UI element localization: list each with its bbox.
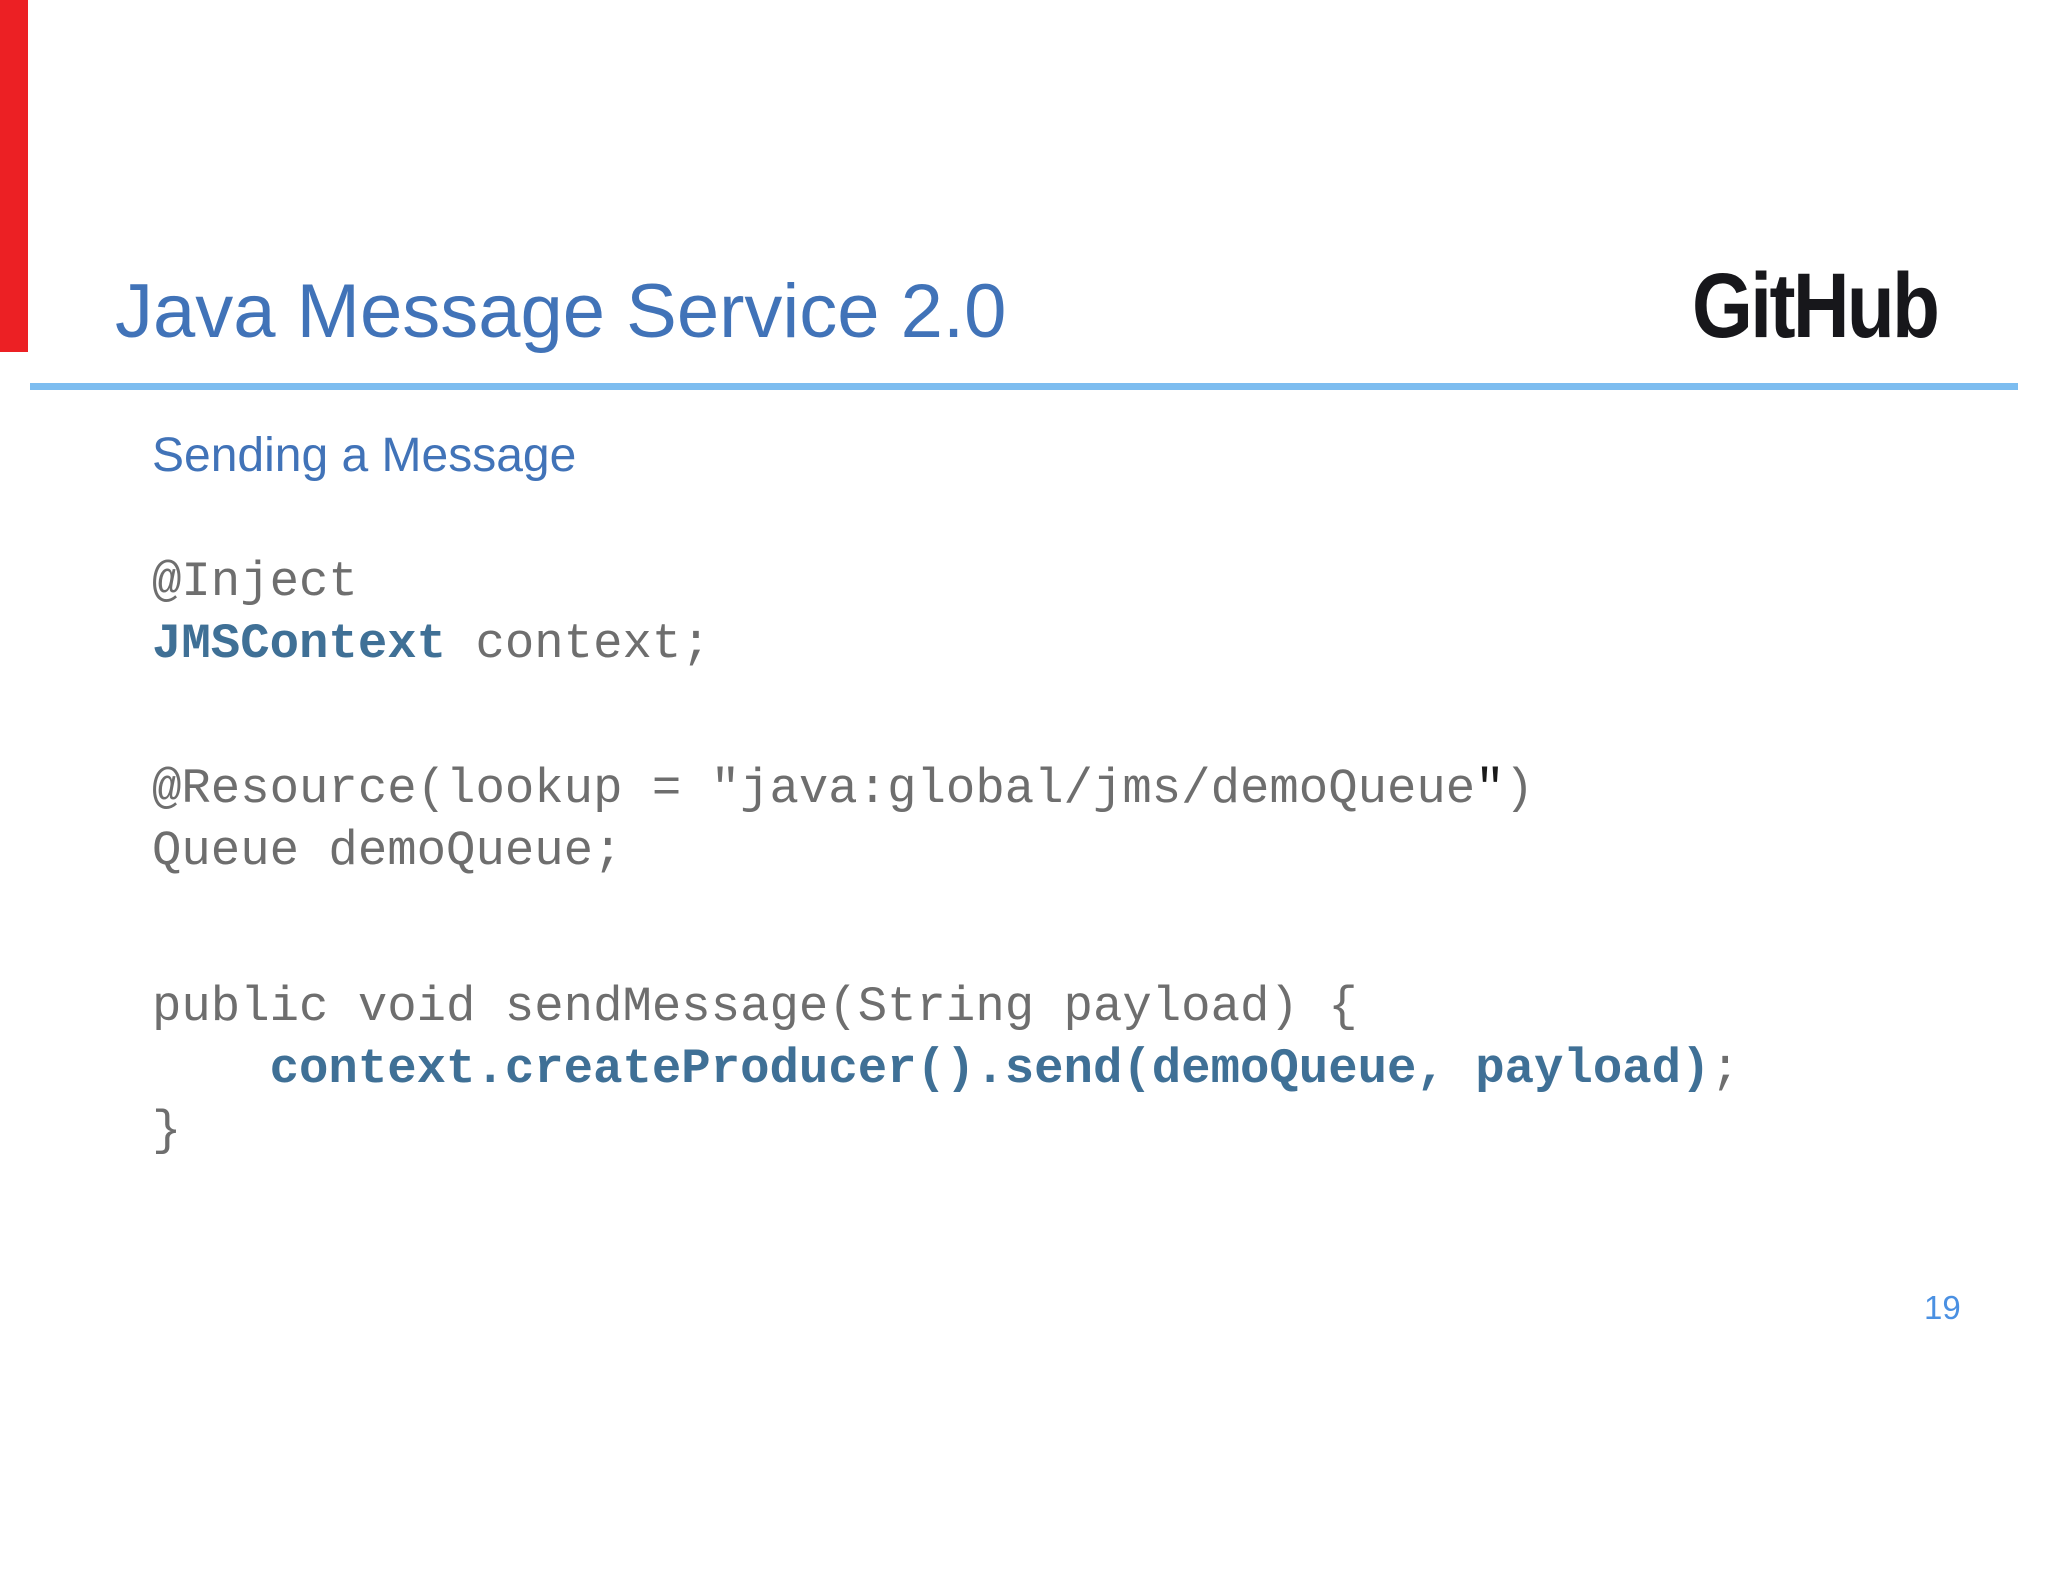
code-line: @Inject <box>152 554 358 610</box>
code-block-resource: @Resource(lookup = "java:global/jms/demo… <box>152 758 1534 882</box>
code-line: JMSContext context; <box>152 616 711 672</box>
code-line: @Resource(lookup = "java:global/jms/demo… <box>152 761 1535 817</box>
github-logo: GitHub <box>1692 255 1940 357</box>
slide-title: Java Message Service 2.0 <box>115 269 1007 354</box>
code-line: Queue demoQueue; <box>152 823 623 879</box>
code-line: } <box>152 1103 182 1159</box>
slide-subtitle: Sending a Message <box>152 429 577 482</box>
code-line: public void sendMessage(String payload) … <box>152 979 1358 1035</box>
red-edge-bar <box>0 0 28 352</box>
page-number: 19 <box>1924 1289 1961 1326</box>
code-block-send-method: public void sendMessage(String payload) … <box>152 976 1740 1162</box>
code-line: context.createProducer().send(demoQueue,… <box>269 1041 1740 1097</box>
title-underline-rule <box>30 383 2018 390</box>
